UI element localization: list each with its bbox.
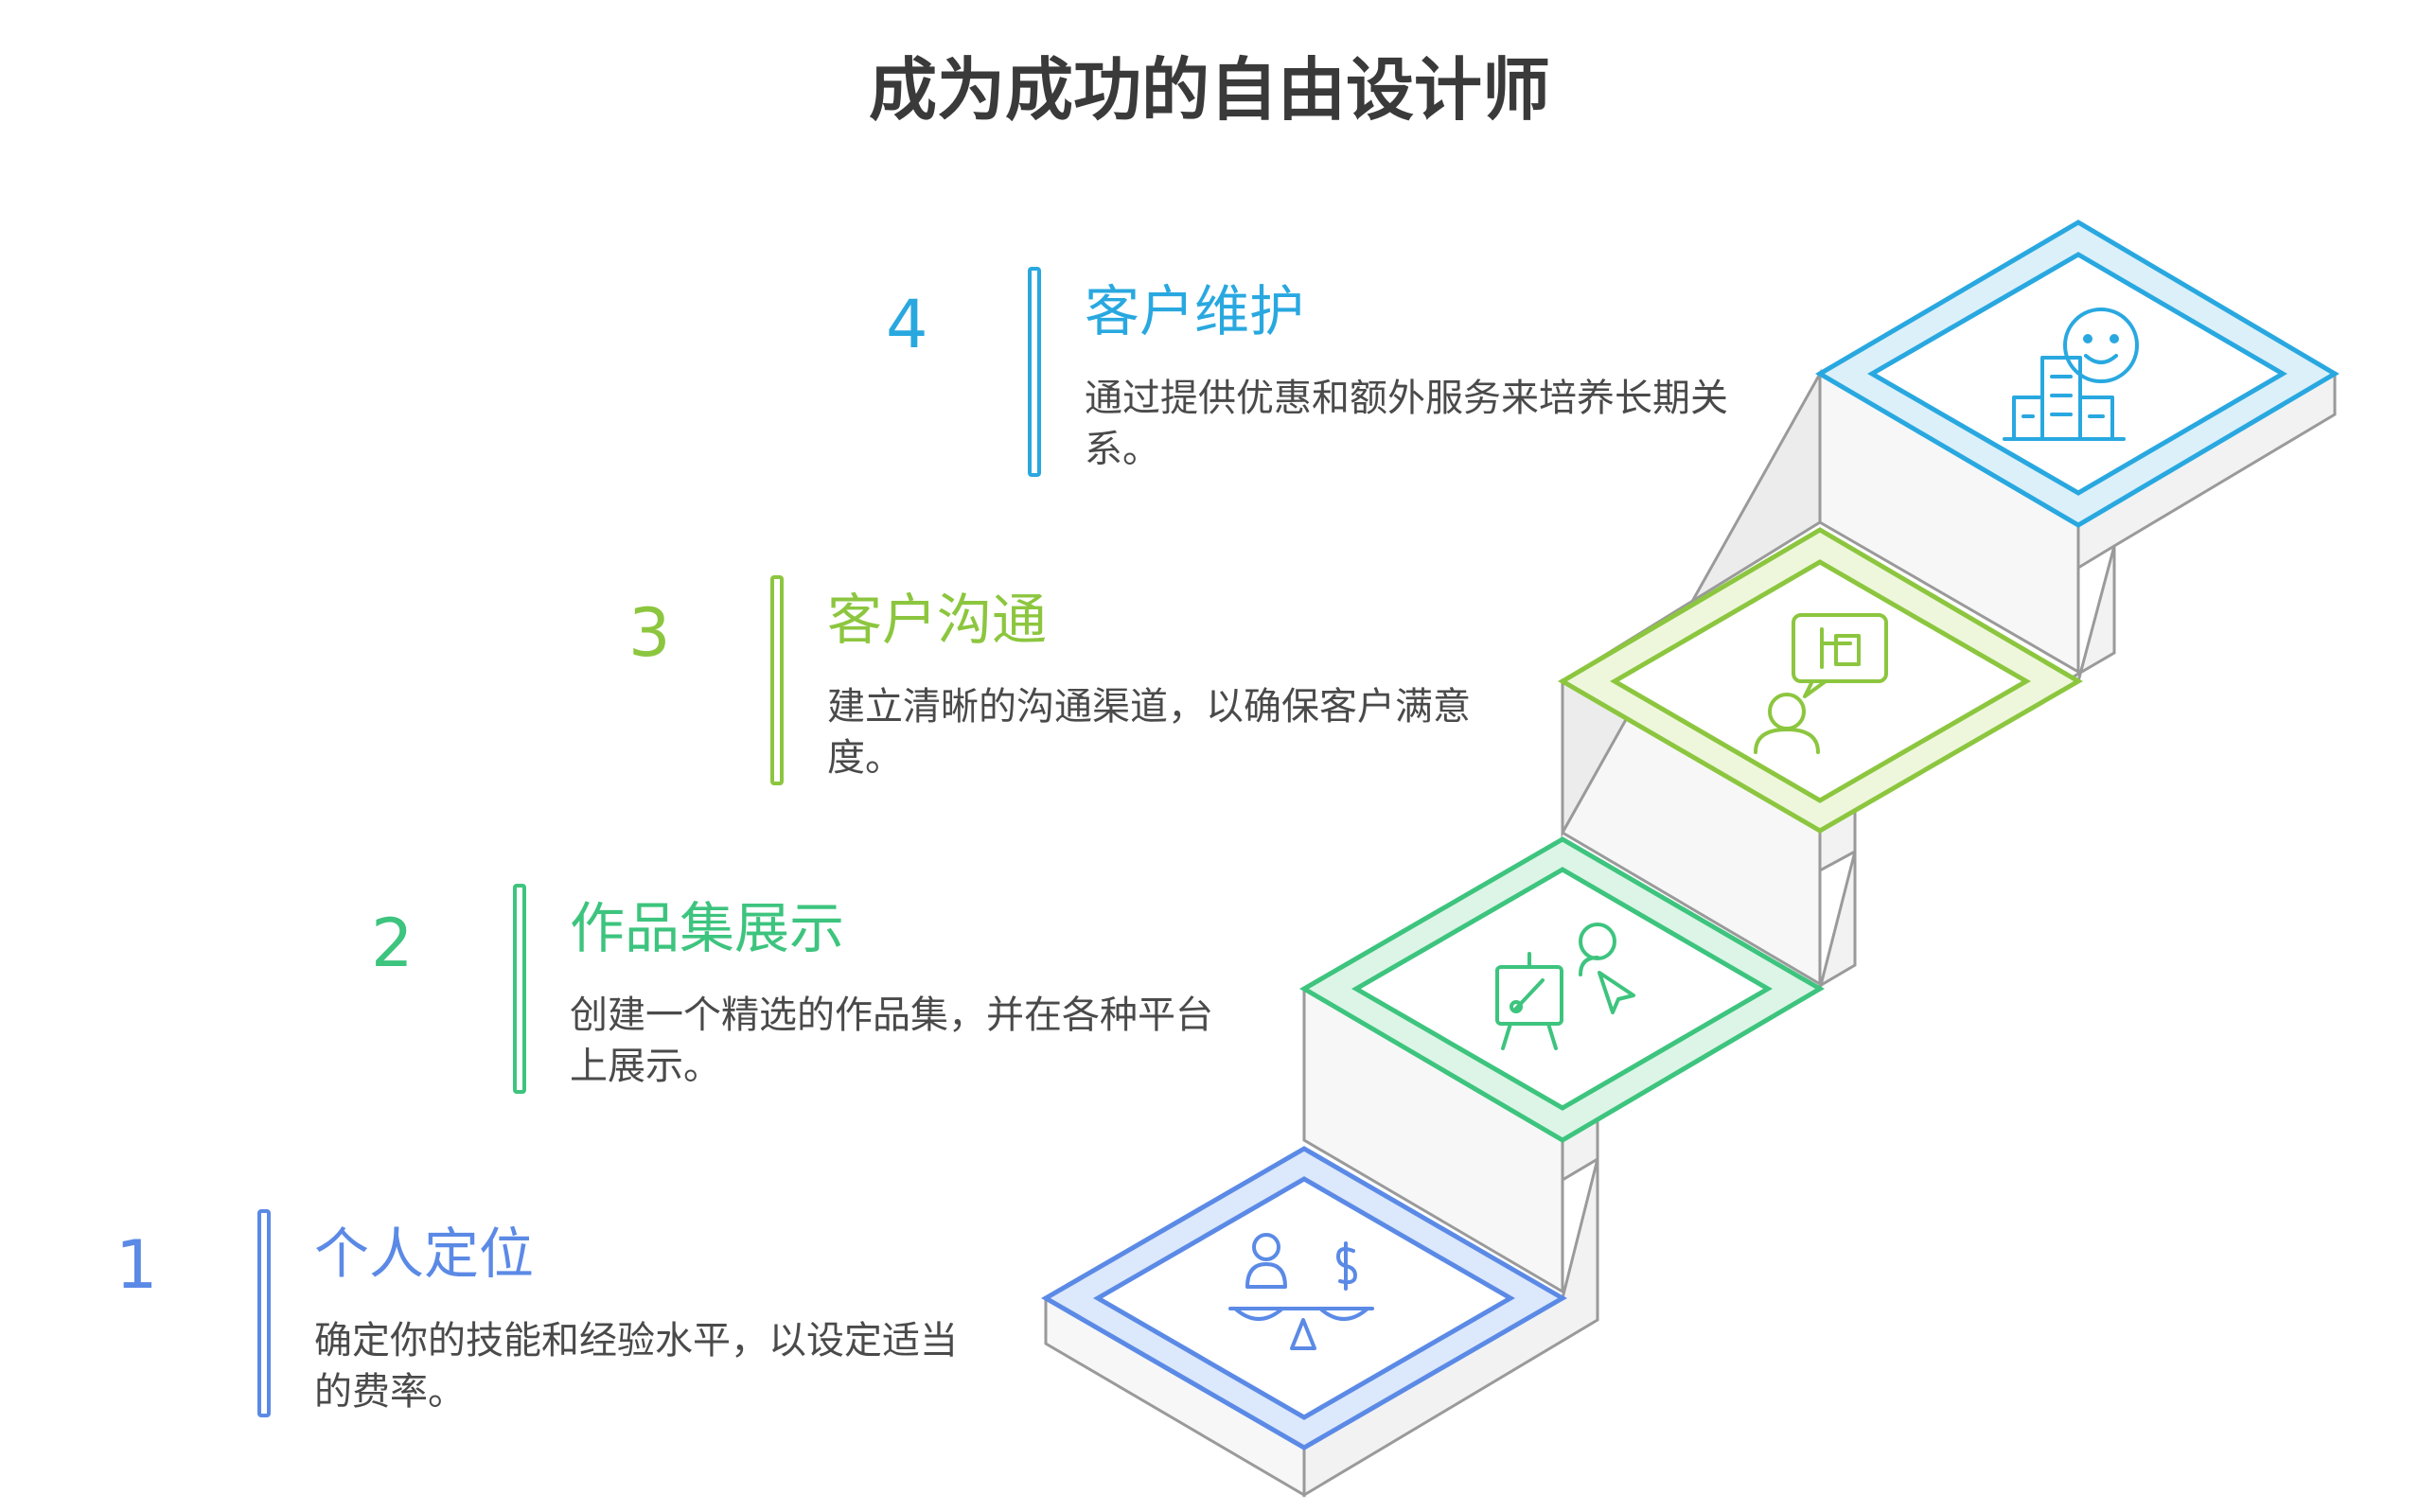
- step-2-title: 作品集展示: [570, 896, 845, 960]
- step-4-title: 客户维护: [1085, 279, 1305, 343]
- page-title: 成为成功的自由设计师: [868, 50, 1550, 130]
- step-3-description: 建立清晰的沟通渠道，以确保客户满意度。: [827, 685, 1471, 780]
- step-4-description: 通过提供优惠和额外服务来培养长期关系。: [1085, 377, 1728, 471]
- step-3-number: 3: [628, 594, 671, 672]
- step-1-number: 1: [115, 1226, 158, 1304]
- step-4-bar: [1028, 267, 1041, 477]
- step-1-bar: [257, 1209, 271, 1417]
- easel-presenter-icon: [1495, 923, 1635, 1050]
- step-1-tile: [1041, 1146, 1567, 1450]
- step-3-title: 客户沟通: [827, 588, 1048, 652]
- scale-person-dollar-icon: [1228, 1233, 1374, 1350]
- step-1-title: 个人定位: [314, 1222, 535, 1286]
- person-speech-bubble-icon: [1754, 613, 1888, 754]
- smiley-building-icon: [2003, 308, 2139, 441]
- step-2-description: 创建一个精选的作品集，并在各种平台上展示。: [570, 993, 1213, 1088]
- step-1-description: 确定你的技能和经验水平，以设定适当的费率。: [314, 1319, 958, 1414]
- step-2-number: 2: [371, 905, 414, 982]
- step-2-bar: [513, 884, 526, 1094]
- step-3-bar: [770, 575, 784, 785]
- step-4-number: 4: [886, 286, 928, 363]
